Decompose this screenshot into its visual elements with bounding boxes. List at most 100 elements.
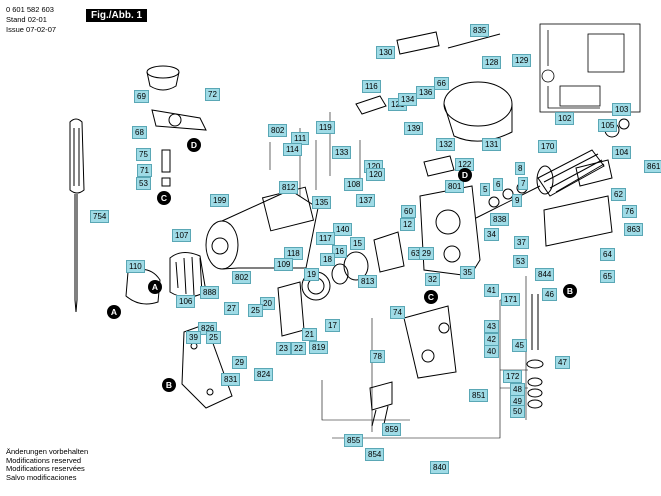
part-callout: 43 [484, 320, 499, 333]
reference-marker-d: D [187, 138, 201, 152]
part-callout: 117 [316, 232, 335, 245]
part-callout: 62 [611, 188, 626, 201]
part-callout: 170 [538, 140, 558, 153]
part-callout: 9 [512, 194, 523, 207]
stand-line: Stand 02-01 [6, 15, 47, 24]
part-callout: 831 [221, 373, 241, 386]
part-callout: 137 [356, 194, 376, 207]
reference-marker-b: B [162, 378, 176, 392]
part-callout: 135 [312, 196, 332, 209]
part-callout: 16 [332, 245, 347, 258]
part-callout: 819 [309, 341, 329, 354]
part-callout: 107 [172, 229, 192, 242]
part-callout: 855 [344, 434, 364, 447]
part-callout: 104 [612, 146, 632, 159]
issue-value: 07-02-07 [26, 25, 57, 34]
part-callout: 76 [622, 205, 637, 218]
footer-note: Änderungen vorbehalten [6, 447, 89, 456]
part-callout: 25 [248, 304, 263, 317]
part-callout: 120 [366, 168, 386, 181]
issue-label: Issue [6, 25, 24, 34]
part-callout: 133 [332, 146, 352, 159]
part-callout: 861 [644, 160, 661, 173]
part-callout: 15 [350, 237, 365, 250]
part-callout: 17 [325, 319, 340, 332]
part-callout: 60 [401, 205, 416, 218]
part-callout: 859 [382, 423, 402, 436]
part-callout: 888 [200, 286, 220, 299]
part-callout: 35 [460, 266, 475, 279]
part-callout: 22 [291, 342, 306, 355]
part-callout: 46 [542, 288, 557, 301]
part-callout: 813 [358, 275, 378, 288]
part-callout: 27 [224, 302, 239, 315]
part-callout: 41 [484, 284, 499, 297]
part-callout: 851 [469, 389, 489, 402]
part-callout: 6 [493, 178, 504, 191]
part-callout: 50 [510, 405, 525, 418]
part-callout: 129 [512, 54, 532, 67]
part-callout: 8 [515, 162, 526, 175]
part-callout: 53 [136, 177, 151, 190]
part-callout: 69 [134, 90, 149, 103]
part-callout: 134 [398, 93, 418, 106]
part-callout: 140 [333, 223, 353, 236]
part-callout: 838 [490, 213, 510, 226]
part-callout: 110 [126, 260, 145, 273]
part-callout: 32 [425, 273, 440, 286]
part-callout: 49 [510, 395, 525, 408]
part-callout: 40 [484, 345, 499, 358]
armature-drawing [475, 118, 630, 219]
part-callout: 114 [283, 143, 302, 156]
part-callout: 78 [370, 350, 385, 363]
footer-note: Salvo modificaciones [6, 472, 77, 482]
stand-label: Stand [6, 15, 26, 24]
field-coil-drawing [355, 31, 513, 177]
part-callout: 136 [416, 86, 436, 99]
part-callout: 12 [400, 218, 415, 231]
part-callout: 18 [320, 253, 335, 266]
part-callout: 840 [430, 461, 450, 474]
part-callout: 132 [436, 138, 456, 151]
part-callout: 812 [279, 181, 299, 194]
figure-title: Fig./Abb. 1 [86, 9, 148, 22]
reference-marker-d: D [458, 168, 472, 182]
part-callout: 854 [365, 448, 385, 461]
part-callout: 128 [482, 56, 502, 69]
part-callout: 47 [555, 356, 570, 369]
part-callout: 103 [612, 103, 632, 116]
part-callout: 109 [274, 258, 294, 271]
part-callout: 5 [480, 183, 491, 196]
part-callout: 108 [344, 178, 364, 191]
part-callout: 171 [501, 293, 521, 306]
part-callout: 29 [232, 356, 247, 369]
part-callout: 139 [404, 122, 424, 135]
part-callout: 131 [482, 138, 502, 151]
reference-marker-b: B [563, 284, 577, 298]
part-number: 0 601 582 603 [6, 5, 54, 14]
part-callout: 39 [186, 331, 201, 344]
footer-notes: Änderungen vorbehalten Modifications res… [6, 447, 89, 482]
part-callout: 7 [518, 177, 529, 190]
footer-note: Modifications reservées [6, 464, 85, 474]
part-callout: 754 [90, 210, 110, 223]
part-callout: 116 [362, 80, 381, 93]
reference-marker-a: A [148, 280, 162, 294]
issue-line: Issue 07-02-07 [6, 25, 56, 34]
part-callout: 105 [598, 119, 618, 132]
part-callout: 37 [514, 236, 529, 249]
part-callout: 53 [513, 255, 528, 268]
part-callout: 75 [136, 148, 151, 161]
part-callout: 119 [316, 121, 335, 134]
part-callout: 19 [304, 268, 319, 281]
part-callout: 102 [555, 112, 575, 125]
part-callout: 25 [206, 331, 221, 344]
part-callout: 199 [210, 194, 230, 207]
part-callout: 65 [600, 270, 615, 283]
screwdriver-drawing [69, 118, 85, 313]
part-callout: 66 [434, 77, 449, 90]
part-callout: 34 [484, 228, 499, 241]
part-callout: 72 [205, 88, 220, 101]
part-callout: 802 [232, 271, 252, 284]
reference-marker-c: C [424, 290, 438, 304]
